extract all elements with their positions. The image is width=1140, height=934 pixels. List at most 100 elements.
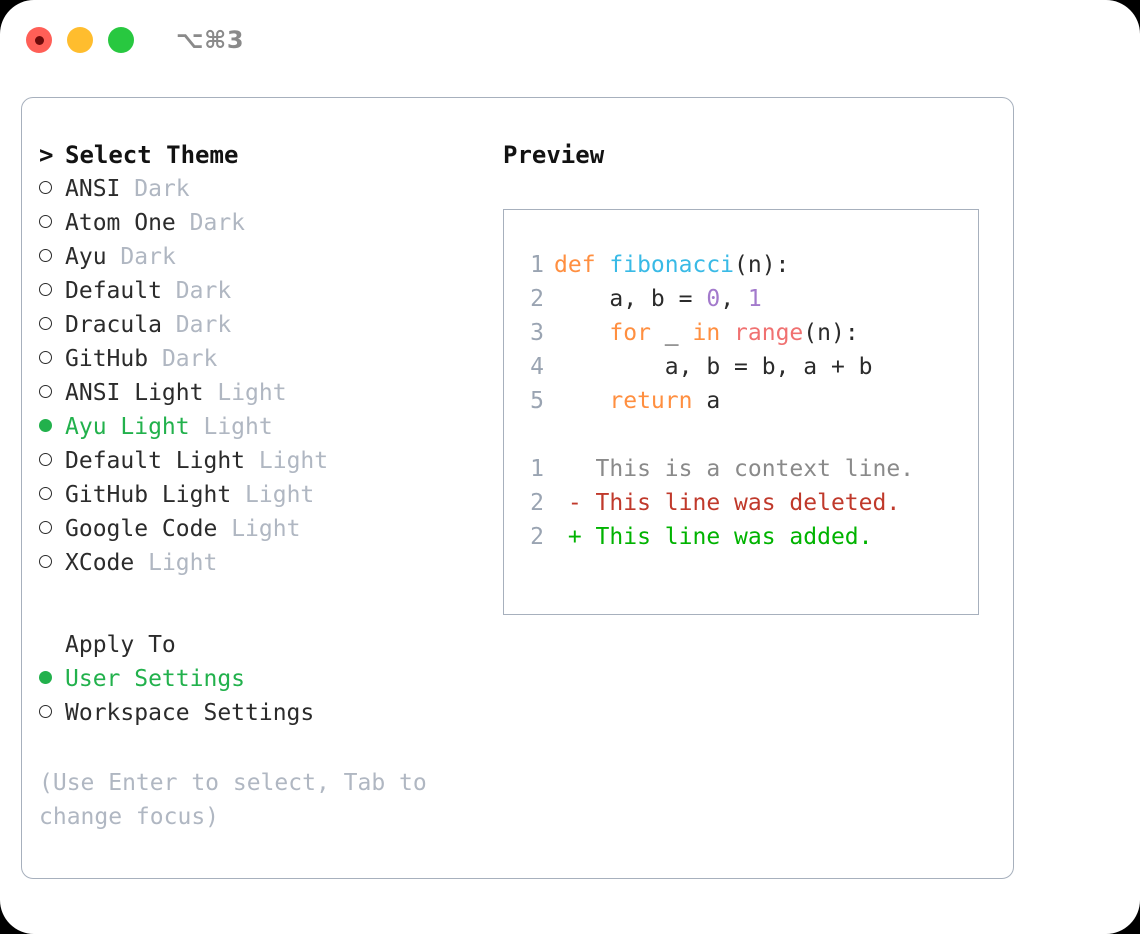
- theme-name: Ayu: [65, 244, 107, 270]
- radio-unselected-icon: [39, 512, 65, 546]
- radio-unselected-icon: [39, 308, 65, 342]
- bullet-glyph: [39, 671, 52, 684]
- theme-variant-tag: Dark: [120, 244, 176, 270]
- theme-list-item[interactable]: GitHub Dark: [39, 342, 499, 376]
- theme-variant-tag: Light: [245, 482, 315, 508]
- theme-name: GitHub: [65, 346, 149, 372]
- radio-unselected-icon: [39, 274, 65, 308]
- theme-list-item[interactable]: Google Code Light: [39, 512, 499, 546]
- theme-name: Default Light: [65, 448, 246, 474]
- apply-to-label: Workspace Settings: [65, 700, 315, 726]
- label-spacer: [176, 210, 190, 236]
- bullet-glyph: [39, 249, 52, 262]
- theme-list-item[interactable]: XCode Light: [39, 546, 499, 580]
- code-token: ,: [720, 286, 748, 312]
- theme-name: XCode: [65, 550, 135, 576]
- theme-variant-tag: Light: [258, 448, 329, 474]
- theme-variant-tag: Dark: [175, 312, 232, 338]
- diff-line: 2 + This line was added.: [520, 520, 978, 554]
- code-line: 4 a, b = b, a + b: [520, 350, 978, 384]
- label-spacer: [162, 312, 176, 338]
- label-spacer: [245, 448, 259, 474]
- theme-list-item[interactable]: ANSI Light Light: [39, 376, 499, 410]
- radio-unselected-icon: [39, 206, 65, 240]
- theme-name: Ayu Light: [65, 414, 190, 440]
- bullet-glyph: [39, 351, 52, 364]
- theme-list-item[interactable]: Atom One Dark: [39, 206, 499, 240]
- label-spacer: [134, 550, 148, 576]
- line-number: 4: [530, 354, 544, 380]
- theme-name: ANSI Light: [65, 380, 204, 406]
- bullet-glyph: [39, 705, 52, 718]
- select-theme-header-label: Select Theme: [65, 141, 239, 169]
- line-number: 3: [530, 320, 544, 346]
- bullet-glyph: [39, 419, 52, 432]
- apply-to-header-label: Apply To: [65, 632, 176, 658]
- line-number: 1: [530, 456, 544, 482]
- theme-variant-tag: Light: [203, 414, 273, 440]
- code-token: 0: [706, 286, 721, 312]
- minimize-button[interactable]: [67, 27, 93, 53]
- label-spacer: [148, 346, 162, 372]
- code-token: 1: [747, 286, 762, 312]
- code-diff-gap: [520, 418, 978, 452]
- theme-variant-tag: Dark: [134, 176, 190, 202]
- label-spacer: [231, 482, 245, 508]
- radio-unselected-icon: [39, 240, 65, 274]
- radio-unselected-icon: [39, 478, 65, 512]
- label-spacer: [120, 176, 134, 202]
- diff-text: This line was added.: [595, 524, 873, 550]
- diff-sign: -: [554, 490, 596, 516]
- radio-selected-icon: [39, 662, 65, 696]
- code-token: _: [650, 320, 693, 346]
- close-button[interactable]: [26, 27, 52, 53]
- code-token: a, b =: [554, 286, 707, 312]
- code-line: 2 a, b = 0, 1: [520, 282, 978, 316]
- title-bar: ⌥⌘3: [0, 0, 1140, 80]
- preview-header: Preview: [503, 141, 605, 169]
- code-token: [554, 388, 609, 414]
- theme-name: Default: [65, 278, 162, 304]
- theme-list-item[interactable]: ANSI Dark: [39, 172, 499, 206]
- label-spacer: [217, 516, 231, 542]
- code-token: for: [609, 320, 651, 346]
- zoom-button[interactable]: [108, 27, 134, 53]
- diff-sample: 1 This is a context line. 2 - This line w…: [520, 452, 978, 554]
- theme-list-item[interactable]: Default Dark: [39, 274, 499, 308]
- keyboard-hint: (Use Enter to select, Tab to change focu…: [39, 770, 441, 830]
- window-title: ⌥⌘3: [176, 26, 245, 54]
- label-spacer: [107, 244, 121, 270]
- label-spacer: [203, 380, 217, 406]
- bullet-glyph: [39, 317, 52, 330]
- code-line: 5 return a: [520, 384, 978, 418]
- theme-list-item[interactable]: Dracula Dark: [39, 308, 499, 342]
- diff-text: This is a context line.: [595, 456, 915, 482]
- hint-gap: [39, 730, 499, 766]
- theme-list-item[interactable]: Ayu Dark: [39, 240, 499, 274]
- diff-sign: [554, 456, 596, 482]
- apply-to-item[interactable]: Workspace Settings: [39, 696, 499, 730]
- label-spacer: [162, 278, 176, 304]
- line-number: 2: [530, 524, 544, 550]
- code-token: [720, 320, 734, 346]
- radio-unselected-icon: [39, 546, 65, 580]
- bullet-glyph: [39, 487, 52, 500]
- code-token: a: [692, 388, 721, 414]
- theme-list-item[interactable]: Ayu Light Light: [39, 410, 499, 444]
- apply-to-item[interactable]: User Settings: [39, 662, 499, 696]
- diff-line: 1 This is a context line.: [520, 452, 978, 486]
- label-spacer: [190, 414, 204, 440]
- theme-variant-tag: Dark: [175, 278, 232, 304]
- line-number: 2: [530, 286, 544, 312]
- theme-list-item[interactable]: Default Light Light: [39, 444, 499, 478]
- line-number: 1: [530, 252, 544, 278]
- diff-sign: +: [554, 524, 596, 550]
- theme-list-item[interactable]: GitHub Light Light: [39, 478, 499, 512]
- bullet-glyph: [39, 181, 52, 194]
